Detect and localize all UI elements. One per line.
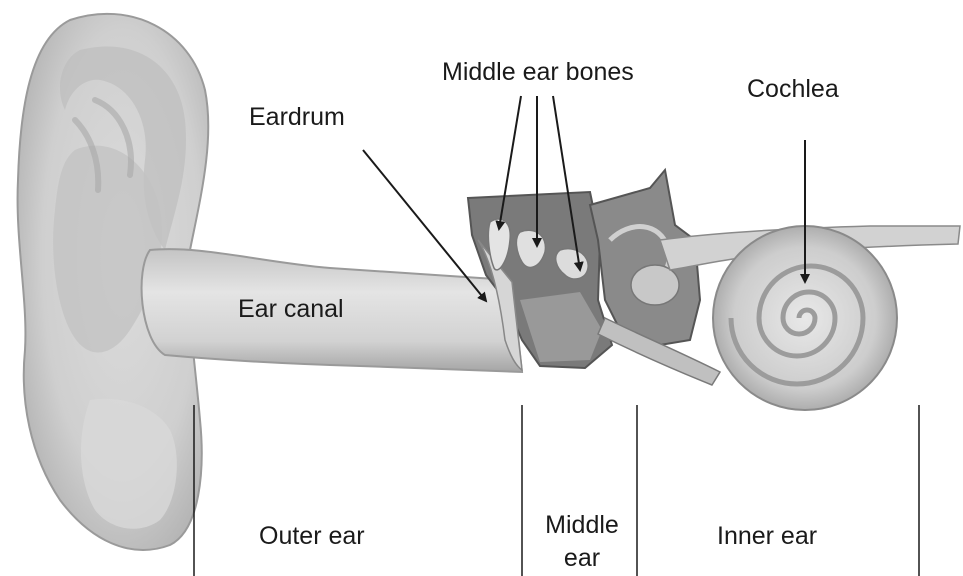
label-cochlea: Cochlea (747, 77, 839, 102)
label-ear-canal: Ear canal (238, 297, 344, 322)
section-outer-ear: Outer ear (259, 524, 365, 549)
label-eardrum: Eardrum (249, 105, 345, 130)
section-middle-ear-line2: ear (532, 546, 632, 571)
inner-ear-structures (590, 170, 960, 410)
label-middle-ear-bones: Middle ear bones (442, 60, 634, 85)
section-inner-ear: Inner ear (717, 524, 817, 549)
vestibule (631, 265, 679, 305)
section-middle-ear-line1: Middle (532, 513, 632, 538)
